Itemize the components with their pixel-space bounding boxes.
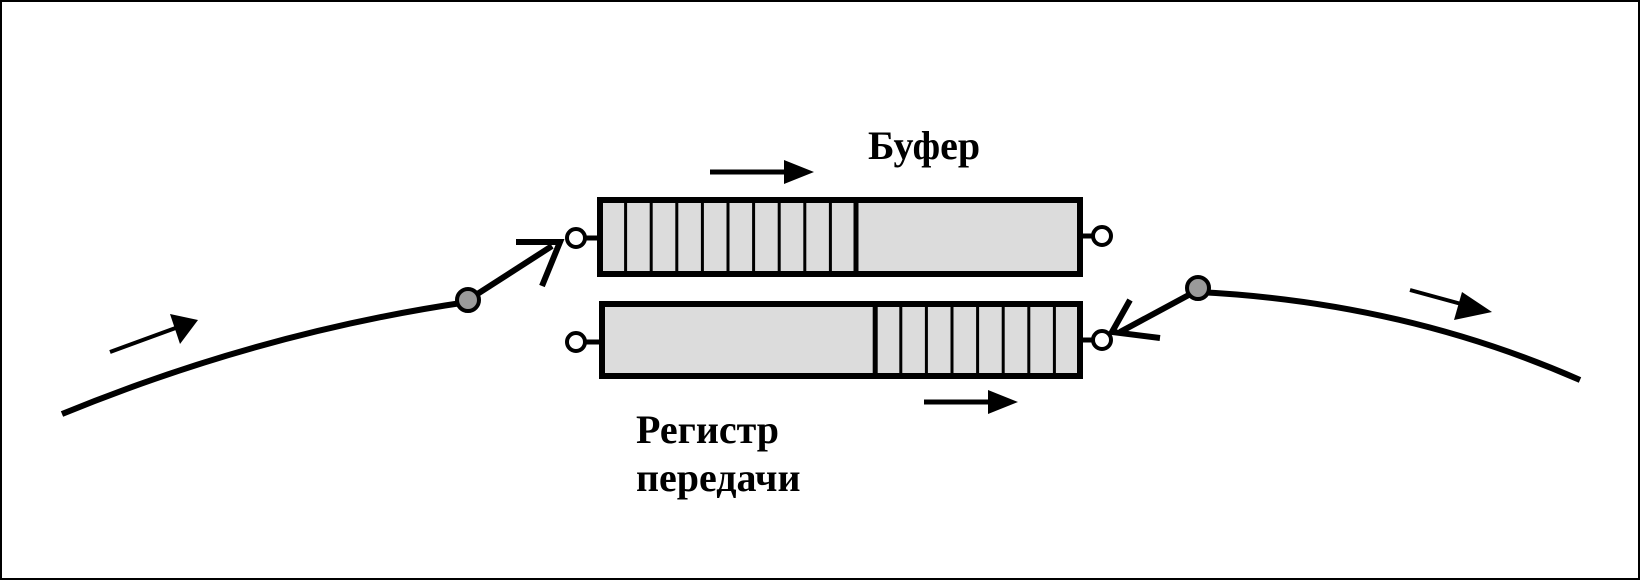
- register-frame: [599, 301, 1083, 379]
- left-flow-arrowhead: [170, 314, 198, 344]
- register-left-terminal: [565, 331, 587, 353]
- left-line: [60, 299, 469, 417]
- buffer-left-terminal: [565, 227, 587, 249]
- right-line: [1197, 289, 1582, 383]
- left-switch-arrowhead: [516, 239, 565, 288]
- buffer-label: Буфер: [868, 123, 981, 168]
- left-switch-node: [455, 287, 481, 313]
- register-flow-arrowhead: [988, 390, 1018, 414]
- register-label-line2: передачи: [636, 455, 801, 500]
- buffer-right-terminal: [1091, 225, 1113, 247]
- buffer-box: [597, 197, 1083, 277]
- right-flow-arrowhead: [1454, 292, 1492, 320]
- right-switch-arrowhead: [1107, 298, 1161, 341]
- buffer-flow-arrowhead: [784, 160, 814, 184]
- right-switch-arm: [1118, 287, 1200, 335]
- buffer-frame: [597, 197, 1083, 277]
- register-label: Регистр передачи: [636, 406, 801, 502]
- register-box: [599, 301, 1083, 379]
- register-label-line1: Регистр: [636, 407, 780, 452]
- right-switch-node: [1185, 275, 1211, 301]
- left-switch-arm: [466, 243, 554, 303]
- register-right-terminal: [1091, 329, 1113, 351]
